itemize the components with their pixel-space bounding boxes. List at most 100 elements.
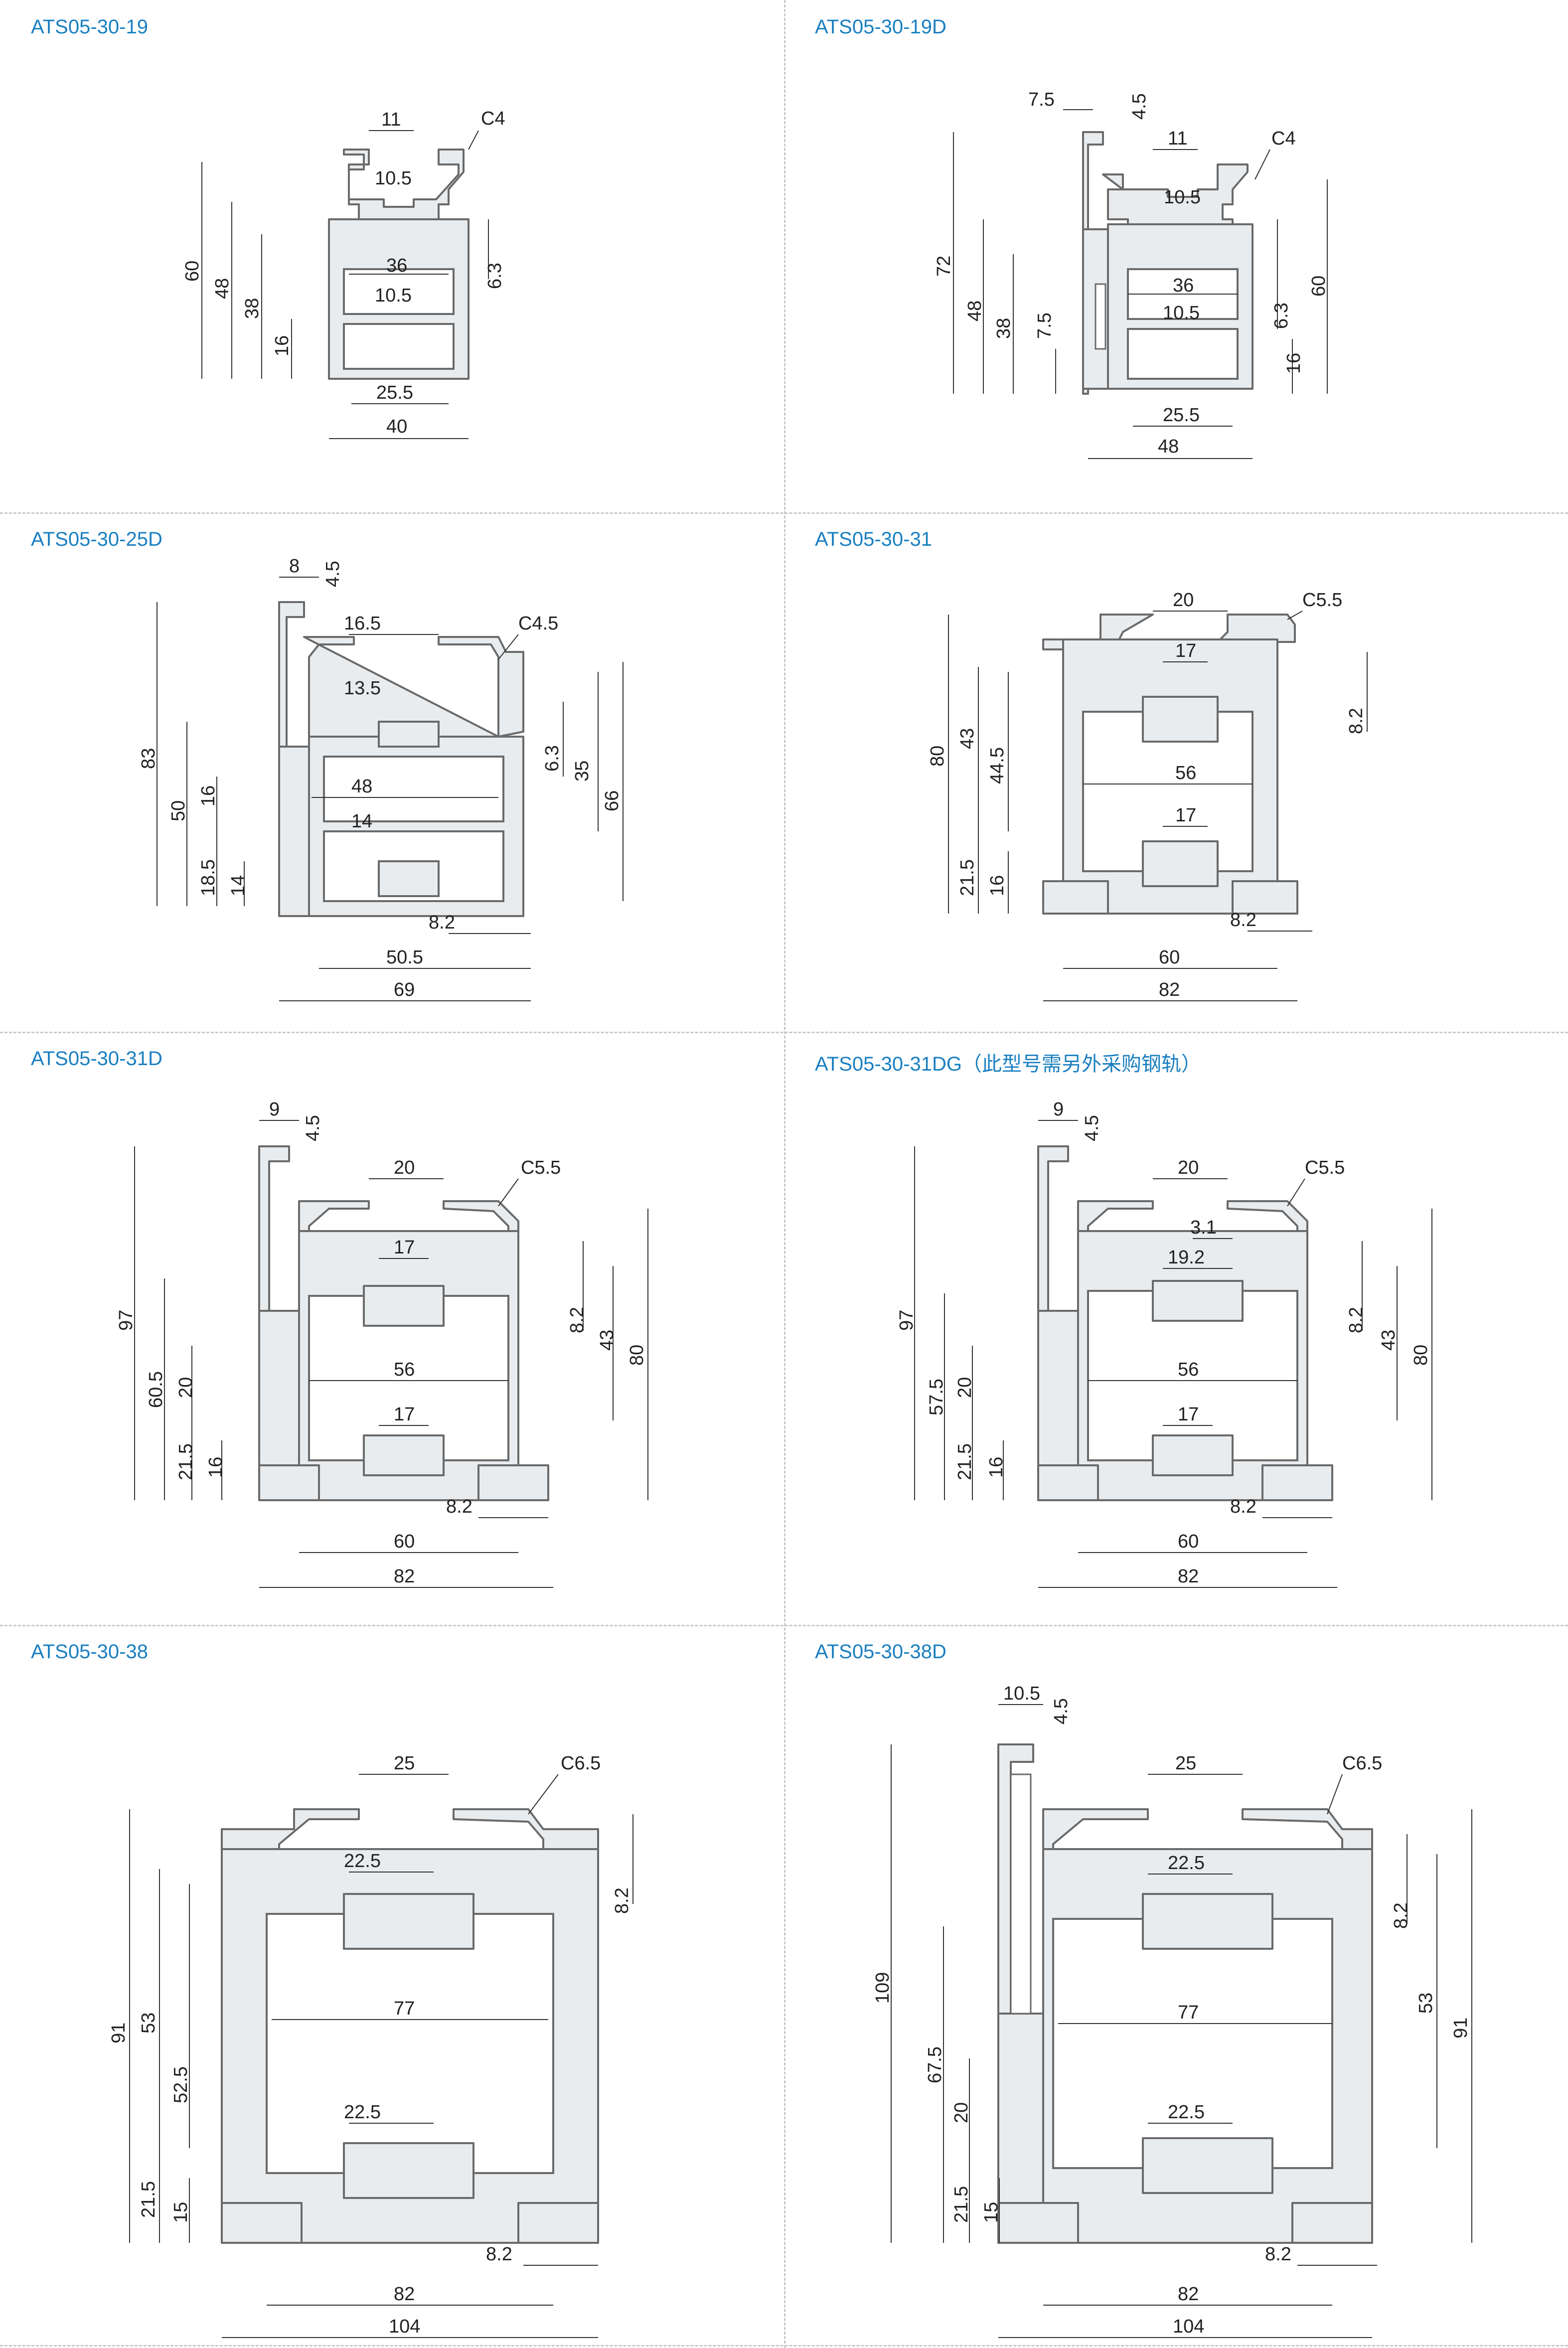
dimension-label: 60 [394,1531,415,1552]
row-divider [0,2345,1568,2347]
dimension-label: 22.5 [344,1851,381,1872]
dimension-label: 16 [1283,353,1304,374]
dimension-label: 19.2 [1168,1247,1205,1268]
dimension-label: 43 [1378,1330,1399,1351]
dimension-label: 4.5 [1082,1115,1102,1141]
dimension-label: 15 [170,2202,191,2223]
dimension-label: 4.5 [1129,93,1150,120]
dimension-label: 38 [242,298,263,319]
dimension-label: 10.5 [1163,303,1200,323]
dimension-label: 60 [1308,276,1329,297]
dimension-label: 48 [1158,436,1179,457]
dimension-label: 4.5 [1051,1698,1072,1724]
dimension-label: 4.5 [322,561,343,587]
dimension-label: 11 [1168,128,1187,149]
dimension-label: 48 [351,776,372,797]
dimension-label: C4 [1271,128,1296,149]
dimension-label: 66 [602,790,623,811]
dimension-label: 43 [597,1330,618,1351]
dimension-label: 25.5 [1163,405,1200,426]
profile-section [328,149,470,380]
profile-section [1082,131,1254,395]
dimension-label: 21.5 [957,859,978,896]
dimension-label: 80 [627,1345,647,1366]
dimension-label: 80 [1411,1345,1431,1366]
dimension-label: 17 [394,1404,415,1425]
dimension-label: 60 [182,261,203,282]
profile-drawing: 20 C5.5 17 56 17 8.2 80 43 44.5 21.5 16 … [927,590,1368,1001]
dimension-label: 21.5 [138,2181,159,2218]
dimension-label: 16 [987,875,1008,896]
profile-card: ATS05-30-19 11 C4 10.5 36 10.5 6.3 60 48… [0,0,784,512]
profile-card: ATS05-30-31DG（此型号需另外采购钢轨） 9 4.5 20 C5.5 … [784,1032,1568,1625]
dimension-label: 57.5 [926,1379,947,1415]
dimension-label: 7.5 [1028,89,1055,110]
dimension-label: 36 [386,255,407,276]
dimension-label: 56 [1175,763,1196,783]
dimension-label: 25 [394,1753,415,1774]
dimension-label: 13.5 [344,678,381,699]
profile-title: ATS05-30-31DG（此型号需另外采购钢轨） [815,1053,1201,1075]
dimension-label: 80 [927,746,948,767]
dimension-label: 20 [175,1377,196,1398]
dimension-label: 20 [1173,590,1194,611]
profile-card: ATS05-30-38D 10.5 4.5 25 C6.5 22.5 77 22… [784,1625,1568,2345]
dimension-label: C4 [481,108,505,129]
dimension-label: 22.5 [1168,2102,1205,2123]
dimension-label: 60 [1159,947,1180,968]
dimension-label: 72 [934,256,954,277]
profile-drawing: 10.5 4.5 25 C6.5 22.5 77 22.5 8.2 53 91 … [872,1683,1472,2338]
profile-section [221,1808,599,2244]
dimension-label: 48 [212,278,233,299]
dimension-label: 50 [168,800,189,821]
dimension-label: 25 [1175,1753,1196,1774]
dimension-label: 83 [138,748,159,769]
dimension-label: 8.2 [446,1496,472,1517]
dimension-label: 17 [394,1237,415,1258]
dimension-label: 82 [1159,979,1180,1000]
profile-section [997,1743,1373,2244]
profile-section [278,601,524,917]
profile-title: ATS05-30-19 [31,16,148,38]
dimension-label: 44.5 [987,747,1008,784]
dimension-label: 77 [394,1998,415,2019]
dimension-label: 14 [351,811,372,832]
dimension-label: 8.2 [1346,1307,1367,1333]
dimension-label: 38 [993,318,1014,339]
profile-drawing: 25 C6.5 22.5 77 22.5 8.2 91 53 52.5 21.5… [108,1753,633,2338]
dimension-label: 10.5 [1003,1683,1040,1704]
dimension-label: 91 [1450,2018,1471,2038]
dimension-label: 9 [1053,1099,1064,1120]
dimension-label: 17 [1175,640,1196,661]
profile-card: ATS05-30-31 20 C5.5 17 56 17 8.2 80 43 4… [784,512,1568,1032]
column-divider [784,0,785,2348]
dimension-label: 109 [872,1972,893,2004]
dimension-label: 22.5 [344,2102,381,2123]
dimension-label: 36 [1173,275,1194,296]
dimension-label: 25.5 [376,382,413,403]
dimension-label: 77 [1178,2002,1199,2023]
dimension-label: 48 [964,301,985,321]
profile-drawing: 11 C4 10.5 36 10.5 6.3 60 48 38 16 25.5 … [182,108,505,439]
row-divider [0,1032,1568,1033]
dimension-label: 8.2 [1391,1902,1411,1929]
dimension-label: 56 [1178,1359,1199,1380]
profile-card: ATS05-30-19D 7.5 4.5 11 C4 10.5 36 10.5 … [784,0,1568,512]
dimension-label: 91 [108,2023,129,2043]
dimension-label: 3.1 [1190,1217,1217,1238]
dimension-label: 21.5 [175,1443,196,1480]
dimension-label: C5.5 [521,1157,561,1178]
dimension-label: 8.2 [1265,2244,1291,2265]
dimension-label: 50.5 [386,947,423,968]
dimension-label: 82 [394,2284,415,2305]
profile-title: ATS05-30-31 [815,528,932,550]
profile-title: ATS05-30-31D [31,1048,162,1070]
dimension-label: 10.5 [1164,187,1201,208]
dimension-label: 40 [386,416,407,437]
dimension-label: 16.5 [344,613,381,634]
dimension-label: C6.5 [1342,1753,1382,1774]
dimension-label: 18.5 [198,859,219,896]
dimension-label: 60.5 [146,1371,166,1408]
dimension-label: 43 [957,728,978,749]
dimension-label: 52.5 [170,2066,191,2103]
